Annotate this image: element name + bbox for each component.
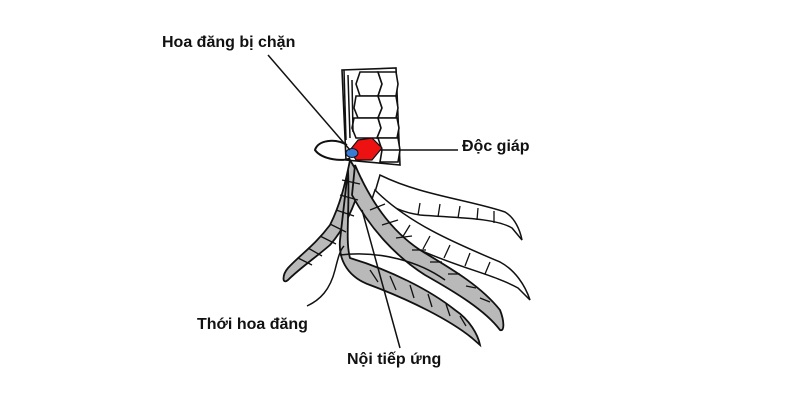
toe-underline (339, 253, 446, 281)
label-single-scale: Độc giáp (462, 138, 530, 155)
rear-spur-outline (313, 139, 351, 161)
long-toe (338, 169, 482, 348)
callout-line-left (306, 245, 345, 307)
callout-line-top (267, 54, 351, 151)
label-spur-line: Thới hoa đăng (197, 316, 308, 333)
middle-toe (351, 164, 505, 332)
blocked-spur-dot (345, 148, 359, 158)
label-inner-scales: Nội tiếp ứng (347, 351, 442, 368)
shank-back-hatch (343, 69, 354, 141)
label-blocked-spur: Hoa đăng bị chặn (162, 34, 296, 51)
callout-lines (267, 54, 458, 349)
leg-shank (341, 67, 401, 166)
shank-scales (351, 71, 401, 163)
gray-toes (282, 157, 505, 348)
callout-line-bottom (361, 209, 401, 349)
